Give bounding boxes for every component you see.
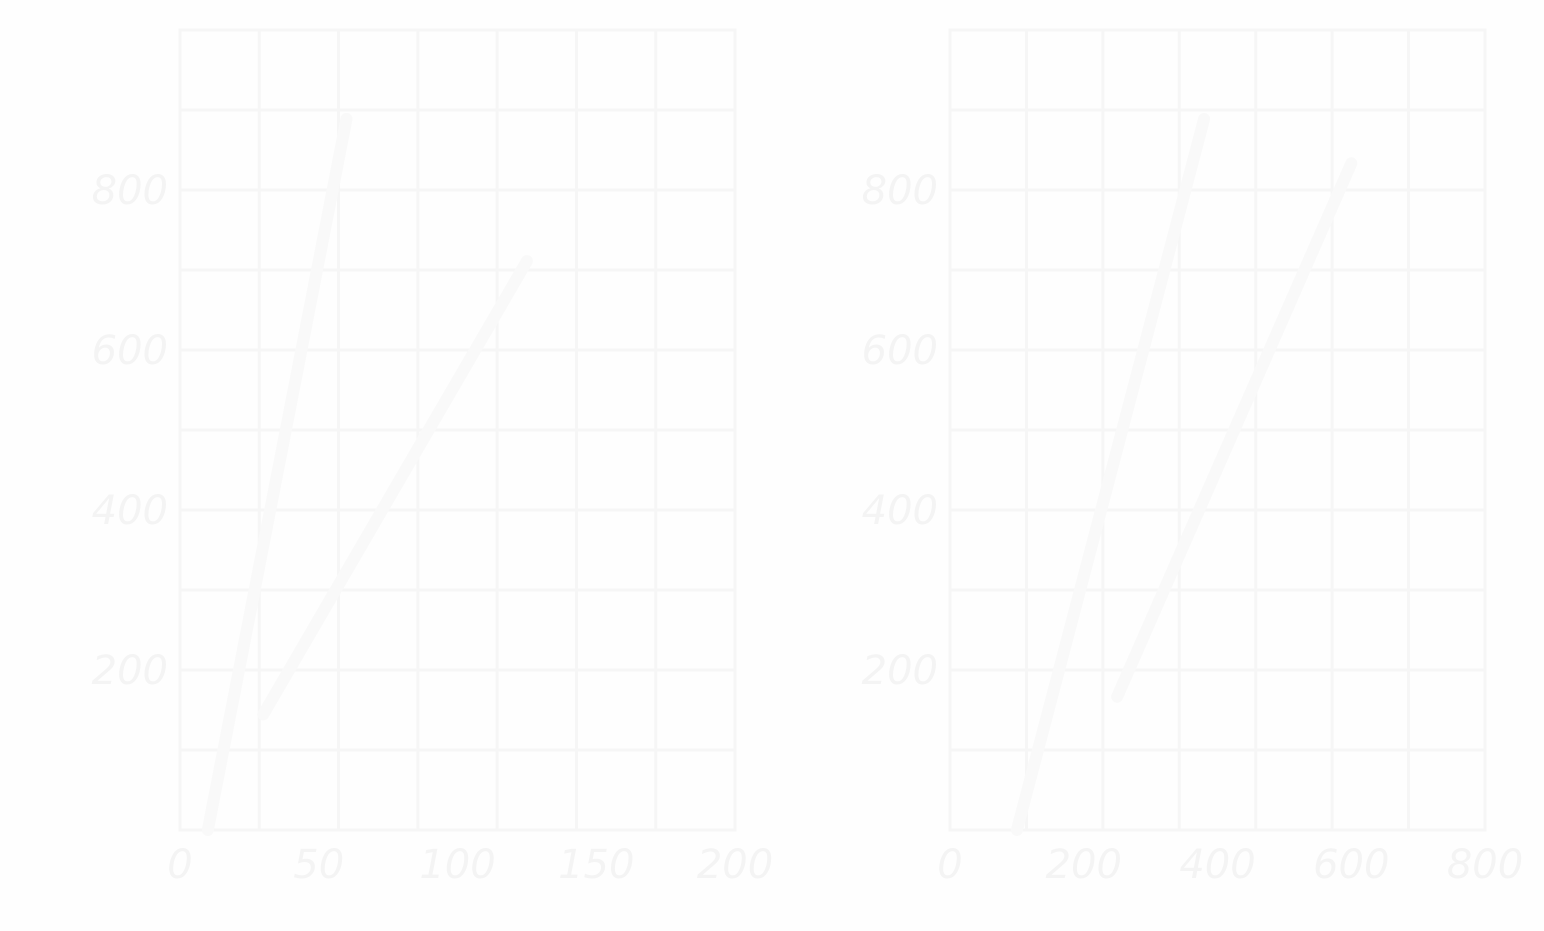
y-tick-label: 600 bbox=[92, 328, 168, 374]
x-tick-label: 150 bbox=[558, 842, 634, 888]
x-tick-label: 600 bbox=[1313, 842, 1389, 888]
x-tick-label: 200 bbox=[1046, 842, 1122, 888]
x-tick-label: 400 bbox=[1179, 842, 1255, 888]
x-tick-label: 50 bbox=[293, 842, 344, 888]
x-tick-label: 0 bbox=[937, 842, 962, 888]
x-tick-label: 100 bbox=[419, 842, 495, 888]
y-tick-label: 800 bbox=[92, 168, 168, 214]
x-tick-label: 800 bbox=[1447, 842, 1523, 888]
chart-panel-1: 200 400 600 800 0 50 100 150 200 bbox=[92, 28, 773, 888]
plot-frame bbox=[948, 28, 1487, 832]
plot-frame bbox=[178, 28, 737, 832]
y-tick-label: 600 bbox=[862, 328, 938, 374]
series-line-2 bbox=[1111, 157, 1358, 703]
chart-panel-2: 200 400 600 800 0 200 400 600 800 bbox=[862, 28, 1523, 888]
y-tick-label: 200 bbox=[92, 648, 168, 694]
y-tick-label: 400 bbox=[92, 488, 168, 534]
y-tick-label: 800 bbox=[862, 168, 938, 214]
series-line-2 bbox=[257, 255, 533, 721]
y-tick-label: 200 bbox=[862, 648, 938, 694]
y-tick-label: 400 bbox=[862, 488, 938, 534]
x-tick-label: 200 bbox=[697, 842, 773, 888]
series-line-1 bbox=[201, 112, 353, 836]
series-line-1 bbox=[1010, 112, 1211, 836]
x-tick-label: 0 bbox=[167, 842, 192, 888]
